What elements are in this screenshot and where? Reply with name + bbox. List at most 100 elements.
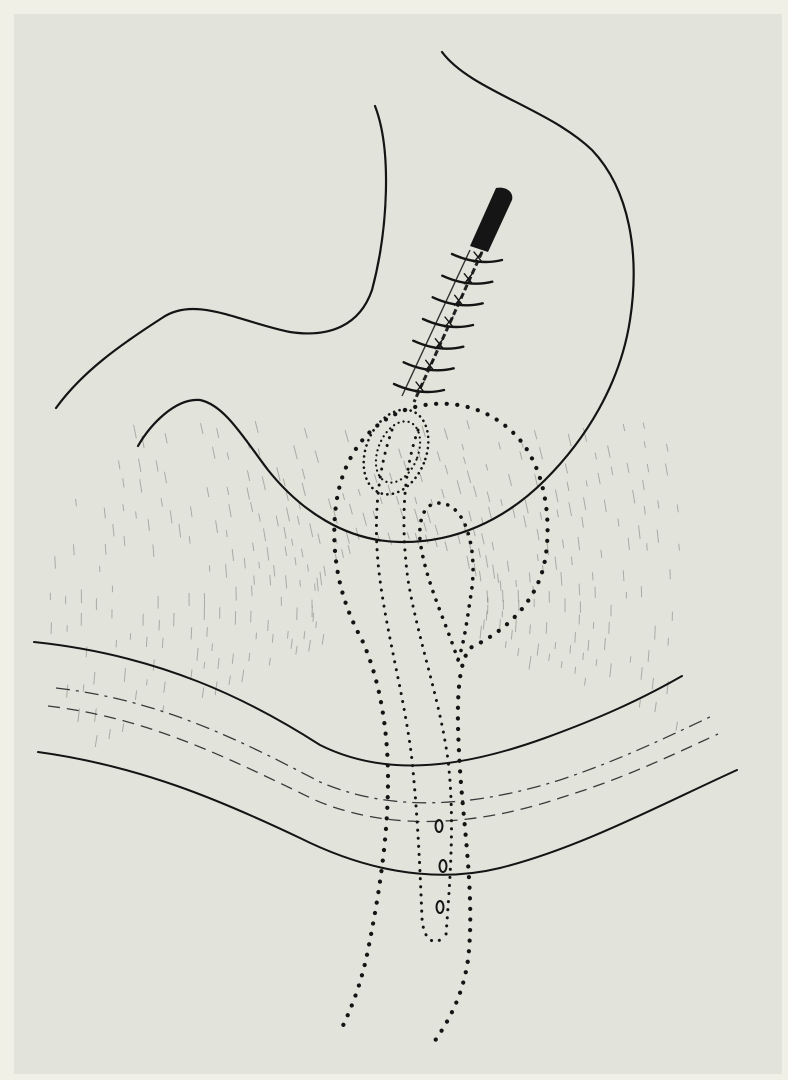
hatch-stroke bbox=[123, 478, 124, 487]
hatch-stroke bbox=[540, 512, 541, 520]
hatch-stroke bbox=[507, 561, 508, 572]
hatch-stroke bbox=[135, 690, 136, 700]
hatch-stroke bbox=[191, 627, 192, 639]
hatch-stroke bbox=[294, 445, 298, 459]
hatch-stroke bbox=[499, 442, 501, 449]
hatch-stroke bbox=[147, 679, 148, 685]
hatch-stroke bbox=[276, 516, 278, 527]
hatch-stroke bbox=[492, 542, 494, 550]
hatch-stroke bbox=[555, 490, 558, 503]
hatch-stroke bbox=[427, 511, 431, 523]
hatch-stroke bbox=[567, 482, 569, 491]
hatch-stroke bbox=[322, 634, 324, 645]
hatch-stroke bbox=[561, 661, 562, 668]
hatch-stroke bbox=[467, 420, 470, 429]
hatch-stroke bbox=[513, 507, 516, 518]
hatch-stroke bbox=[520, 451, 522, 459]
hatch-stroke bbox=[165, 472, 167, 484]
hatch-stroke bbox=[170, 510, 172, 523]
abdominal-wall-outer-line bbox=[38, 752, 737, 875]
hatch-stroke bbox=[404, 461, 407, 471]
hatch-stroke bbox=[529, 656, 531, 670]
tube-dark-tip bbox=[470, 188, 512, 252]
hatch-stroke bbox=[655, 626, 656, 640]
hatch-stroke bbox=[302, 483, 305, 496]
hatch-stroke bbox=[518, 648, 519, 656]
hatch-stroke bbox=[259, 562, 260, 569]
hatch-stroke bbox=[445, 465, 448, 474]
hatch-stroke bbox=[667, 444, 668, 452]
hatch-stroke bbox=[444, 428, 447, 439]
hatch-stroke bbox=[596, 659, 597, 666]
suture-stitches bbox=[394, 252, 502, 392]
hatch-stroke bbox=[540, 447, 543, 459]
hatch-stroke bbox=[249, 653, 250, 661]
hatch-stroke bbox=[511, 630, 512, 640]
dotted-tube-tract bbox=[334, 400, 547, 1045]
hatch-stroke bbox=[274, 565, 275, 576]
hatch-stroke bbox=[307, 564, 308, 571]
hatch-stroke bbox=[623, 570, 624, 581]
hatch-stroke bbox=[418, 449, 422, 461]
hatch-stroke bbox=[288, 631, 289, 639]
hatch-stroke bbox=[666, 463, 668, 475]
hatch-stroke bbox=[134, 425, 137, 439]
hatch-stroke bbox=[67, 685, 68, 698]
hatch-stroke bbox=[268, 620, 269, 631]
hatch-stroke bbox=[442, 489, 445, 498]
hatch-stroke bbox=[505, 641, 506, 648]
hatch-stroke bbox=[226, 564, 227, 577]
hatch-stroke bbox=[264, 528, 266, 541]
hatch-stroke bbox=[244, 558, 245, 569]
hatch-stroke bbox=[156, 460, 158, 471]
hatch-stroke bbox=[565, 464, 567, 474]
hatch-stroke bbox=[285, 546, 287, 556]
hatch-stroke bbox=[679, 544, 680, 551]
hatch-stroke bbox=[380, 497, 382, 504]
hatch-stroke bbox=[256, 633, 257, 640]
stomach-greater-curvature bbox=[138, 52, 634, 542]
hatch-stroke bbox=[644, 506, 645, 515]
hatch-stroke bbox=[535, 430, 537, 439]
hatch-stroke bbox=[286, 575, 287, 588]
hatch-stroke bbox=[300, 580, 301, 587]
hatch-stroke bbox=[486, 611, 487, 621]
hatch-stroke bbox=[605, 638, 606, 650]
hatch-stroke bbox=[253, 543, 254, 551]
hatch-stroke bbox=[197, 648, 198, 661]
hatch-stroke bbox=[146, 637, 147, 647]
hatch-stroke bbox=[139, 459, 141, 472]
hatch-stroke bbox=[350, 504, 353, 515]
hatch-stroke bbox=[467, 556, 470, 569]
hatch-stroke bbox=[610, 663, 612, 677]
hatch-stroke bbox=[140, 479, 142, 492]
hatch-stroke bbox=[469, 511, 472, 521]
hatch-stroke bbox=[571, 557, 572, 565]
hatch-stroke bbox=[217, 428, 219, 438]
hatch-stroke bbox=[585, 678, 586, 686]
hatch-stroke bbox=[363, 513, 367, 526]
hatch-stroke bbox=[479, 548, 481, 557]
hatch-stroke bbox=[529, 572, 530, 582]
hatch-stroke bbox=[643, 480, 645, 490]
hatch-stroke bbox=[229, 676, 230, 685]
hatch-stroke bbox=[124, 536, 125, 546]
hatch-stroke bbox=[643, 423, 644, 429]
hatch-stroke bbox=[482, 533, 484, 544]
hatch-stroke bbox=[586, 480, 587, 486]
hatch-stroke bbox=[420, 473, 423, 482]
hatch-stroke bbox=[153, 659, 154, 670]
hatch-stroke bbox=[251, 502, 253, 512]
hatch-stroke bbox=[346, 532, 349, 544]
hatch-stroke bbox=[204, 662, 205, 669]
hatch-stroke bbox=[315, 583, 316, 591]
hatch-stroke bbox=[179, 524, 181, 538]
hatch-stroke bbox=[123, 504, 124, 511]
hatch-stroke bbox=[480, 571, 481, 581]
hatch-stroke bbox=[207, 487, 209, 497]
hatch-stroke bbox=[284, 527, 286, 539]
hatch-stroke bbox=[549, 654, 550, 661]
hatch-stroke bbox=[122, 723, 123, 732]
hatch-stroke bbox=[464, 457, 466, 464]
hatch-stroke bbox=[493, 565, 495, 579]
